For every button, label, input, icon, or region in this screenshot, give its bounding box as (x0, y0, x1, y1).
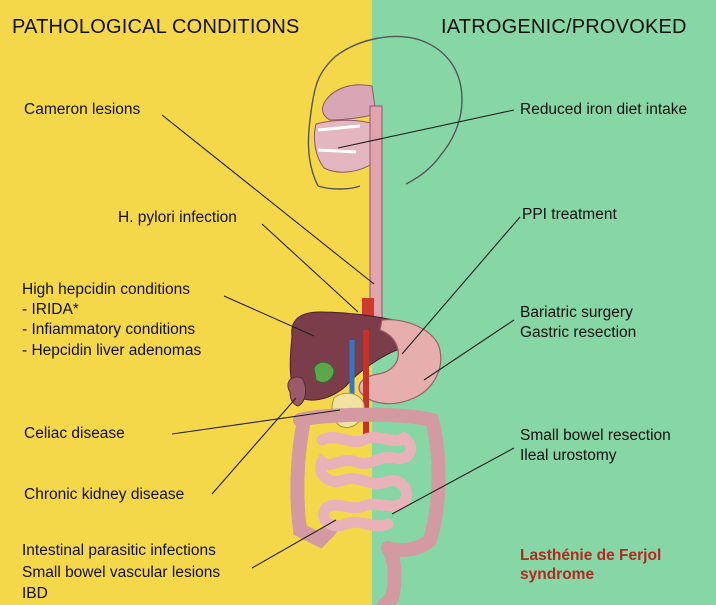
leader-ppi (402, 217, 520, 354)
label-ppi-treatment: PPI treatment (522, 205, 617, 225)
kidney (288, 377, 306, 406)
small-intestine (321, 437, 411, 525)
label-cameron-lesions: Cameron lesions (24, 100, 140, 120)
label-vascular-lesions: Small bowel vascular lesions (22, 563, 220, 583)
label-irida: - IRIDA* (22, 300, 79, 320)
label-syndrome: syndrome (520, 565, 594, 585)
label-hepcidin-adenomas: - Hepcidin liver adenomas (22, 341, 201, 361)
esophagus (370, 106, 382, 320)
label-parasitic-infections: Intestinal parasitic infections (22, 541, 216, 561)
label-chronic-kidney-disease: Chronic kidney disease (24, 485, 184, 505)
leader-ckd (212, 398, 296, 494)
label-celiac-disease: Celiac disease (24, 424, 125, 444)
label-ileal-urostomy: Ileal urostomy (520, 446, 616, 466)
leader-hpylori (262, 224, 358, 312)
label-inflammatory: - Infiammatory conditions (22, 320, 195, 340)
label-h-pylori: H. pylori infection (118, 208, 237, 228)
label-reduced-iron-intake: Reduced iron diet intake (520, 100, 687, 120)
label-ibd: IBD (22, 584, 48, 604)
head-chin (318, 186, 360, 189)
label-lasthenie-de-ferjol: Lasthénie de Ferjol (520, 546, 661, 566)
label-gastric-resection: Gastric resection (520, 323, 636, 343)
nasal-cavity (323, 85, 376, 120)
label-small-bowel-resection: Small bowel resection (520, 426, 671, 446)
label-high-hepcidin: High hepcidin conditions (22, 280, 190, 300)
label-bariatric-surgery: Bariatric surgery (520, 303, 633, 323)
rectum (384, 548, 395, 605)
